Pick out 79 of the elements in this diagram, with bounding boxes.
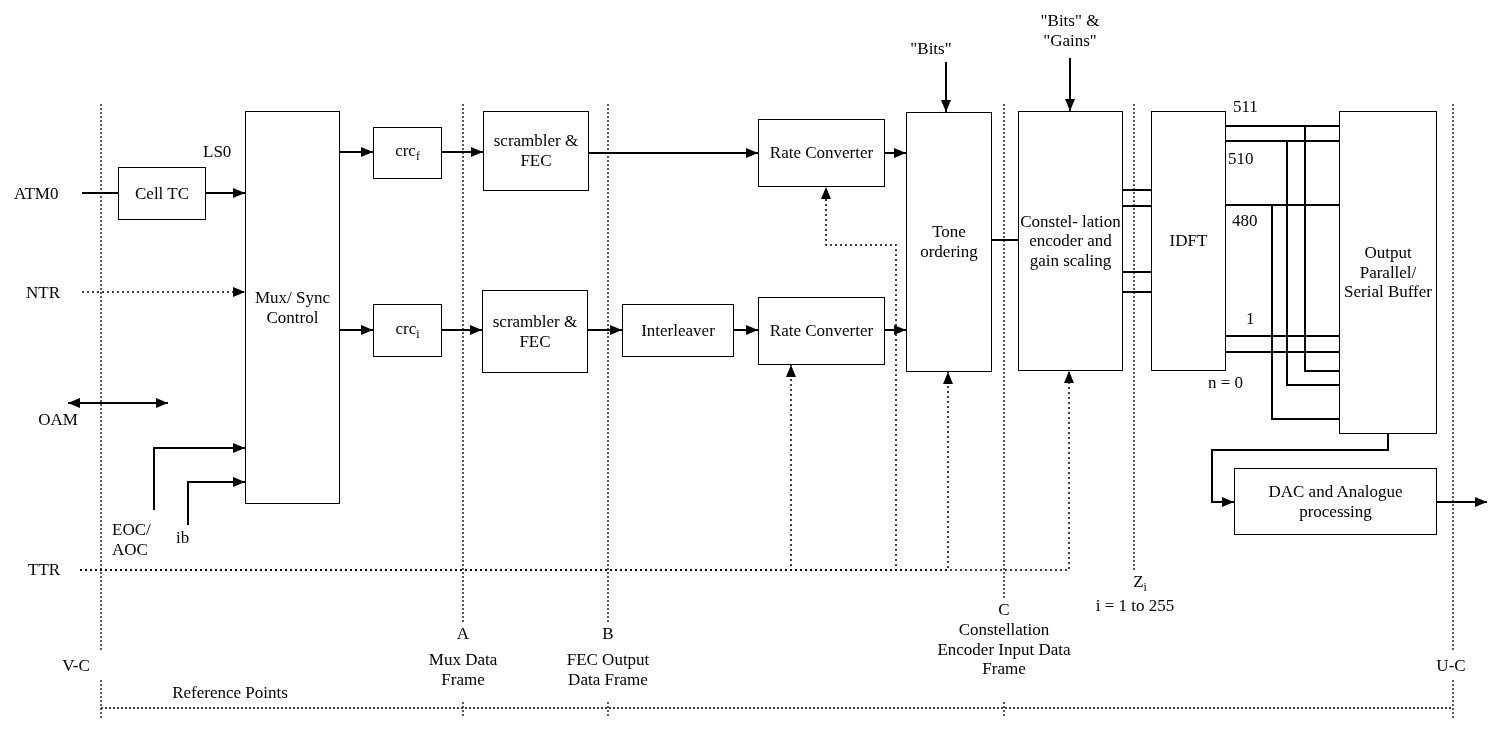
edge-label: 511 [1233, 98, 1258, 117]
connector-line [1122, 271, 1152, 273]
process-block [622, 304, 734, 357]
arrow [587, 325, 623, 335]
reference-point-label: FEC Output Data Frame [565, 650, 651, 690]
process-block [373, 127, 442, 179]
input-label: "Bits" & "Gains" [1018, 4, 1122, 58]
edge-label: LS0 [203, 143, 232, 162]
arrow [1436, 497, 1488, 507]
arrow [339, 147, 374, 157]
process-block [906, 112, 992, 372]
edge-label: n = 0 [1208, 374, 1244, 393]
connector-line [1122, 205, 1152, 207]
arrow [339, 325, 374, 335]
process-block [1151, 111, 1226, 371]
block-label: Rate Converter [769, 143, 874, 163]
edge-label: 1 [1246, 310, 1255, 329]
block-label: scrambler & FEC [491, 311, 579, 352]
process-block [1018, 111, 1123, 371]
signal-label: ATM0 [14, 181, 82, 207]
reference-point-label: V-C [61, 656, 91, 676]
block-label: DAC and Analogue processing [1267, 481, 1404, 522]
reference-point-label: A [455, 624, 471, 644]
arrow [81, 287, 246, 297]
arrow [884, 148, 907, 158]
connector-line [991, 239, 1019, 241]
signal-label: OAM [37, 410, 79, 430]
signal-label: ib [176, 525, 200, 551]
signal-label: TTR [28, 557, 80, 583]
process-block [1234, 468, 1437, 535]
process-block [482, 290, 588, 373]
connector-line [1225, 351, 1340, 353]
block-label: crc$_{f}$ [395, 141, 420, 165]
connector-line [81, 192, 119, 194]
process-block [1339, 111, 1437, 434]
signal-label: EOC/ AOC [112, 510, 172, 570]
process-block [118, 167, 206, 220]
signal-label: NTR [26, 280, 82, 306]
block-label: scrambler & FEC [492, 131, 580, 171]
input-label: "Bits" [893, 36, 969, 62]
process-block [758, 119, 885, 187]
reference-point-label: Z$_{i}$ [1132, 572, 1148, 596]
block-label: Mux/ Sync Control [253, 287, 332, 328]
arrow [941, 61, 951, 113]
block-label: Cell TC [135, 183, 189, 204]
arrow [187, 477, 246, 526]
arrow [441, 147, 484, 157]
connector-line [1122, 189, 1152, 191]
process-block [245, 111, 340, 504]
edge-label: 510 [1228, 150, 1254, 169]
reference-point-label: Constellation Encoder Input Data Frame [936, 620, 1072, 679]
block-label: IDFT [1169, 231, 1208, 251]
arrow [588, 148, 759, 158]
edge-label: 480 [1232, 212, 1258, 231]
block-label: Tone ordering [919, 222, 979, 262]
block-label: Constel- lation encoder and gain scaling [1019, 211, 1122, 271]
reference-point-label: i = 1 to 255 [1094, 596, 1176, 616]
reference-point-label: B [601, 624, 615, 644]
reference-point-label: C [997, 600, 1011, 620]
reference-point-label: Mux Data Frame [427, 650, 499, 690]
block-label: Interleaver [641, 320, 715, 341]
connector-line [1225, 335, 1340, 337]
reference-point-label: U-C [1435, 656, 1467, 676]
process-block [373, 304, 442, 357]
arrow [884, 325, 907, 335]
connector-line [1225, 204, 1340, 420]
arrow [205, 188, 246, 198]
connector-line [1122, 291, 1152, 293]
arrow [1211, 433, 1389, 507]
arrow [733, 325, 759, 335]
process-block [483, 111, 589, 191]
block-label: Rate Converter [769, 321, 874, 341]
process-block [758, 297, 885, 365]
arrow [1065, 57, 1075, 112]
arrow [153, 443, 246, 511]
reference-point-label: Reference Points [171, 683, 289, 703]
arrow [441, 325, 483, 335]
block-label: Output Parallel/ Serial Buffer [1343, 243, 1433, 302]
block-label: crc$_{i}$ [395, 318, 420, 343]
